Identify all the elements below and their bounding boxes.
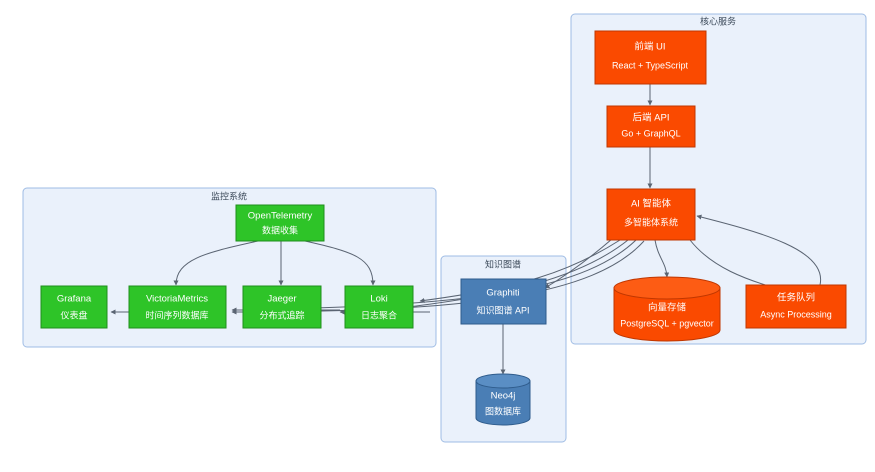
- node-opentelemetry-subtitle: 数据收集: [262, 224, 298, 235]
- node-opentelemetry-box[interactable]: [235, 204, 325, 242]
- node-ai-agent-subtitle: 多智能体系统: [624, 216, 678, 227]
- node-task-queue-title: 任务队列: [777, 292, 815, 304]
- node-backend-api-box[interactable]: [606, 105, 696, 148]
- node-task-queue-box[interactable]: [745, 284, 847, 329]
- node-graphiti-box[interactable]: [460, 278, 547, 325]
- node-vector-store[interactable]: 向量存储 PostgreSQL + pgvector: [613, 276, 721, 342]
- node-jaeger-box[interactable]: [242, 285, 322, 329]
- node-victoriametrics-box[interactable]: [128, 285, 227, 329]
- node-vector-store-cylinder-body[interactable]: [613, 287, 721, 342]
- node-opentelemetry[interactable]: OpenTelemetry 数据收集: [235, 204, 325, 242]
- node-loki[interactable]: Loki 日志聚合: [344, 285, 414, 329]
- edge-otel-to-loki: [304, 240, 376, 286]
- node-ai-agent[interactable]: AI 智能体 多智能体系统: [606, 188, 696, 241]
- node-grafana-box[interactable]: [40, 285, 108, 329]
- node-graphiti-title: Graphiti: [486, 288, 519, 299]
- node-neo4j-cylinder-body[interactable]: [475, 380, 531, 426]
- edge-agent-to-vector-store: [654, 239, 670, 278]
- node-jaeger-title: Jaeger: [267, 294, 296, 305]
- node-loki-box[interactable]: [344, 285, 414, 329]
- group-core-services-box: [570, 13, 867, 345]
- edge-agent-to-graphiti: [544, 238, 613, 289]
- group-knowledge-graph-title: 知识图谱: [485, 258, 521, 269]
- node-victoriametrics-title: VictoriaMetrics: [146, 294, 208, 305]
- node-neo4j-title: Neo4j: [491, 391, 516, 402]
- group-monitoring-title: 监控系统: [211, 190, 247, 201]
- node-jaeger[interactable]: Jaeger 分布式追踪: [242, 285, 322, 329]
- node-vector-store-subtitle: PostgreSQL + pgvector: [620, 318, 713, 328]
- node-grafana-title: Grafana: [57, 294, 92, 305]
- group-core-services: 核心服务: [570, 13, 867, 345]
- node-frontend-ui-subtitle: React + TypeScript: [612, 60, 689, 70]
- node-neo4j-cylinder-top[interactable]: [475, 373, 531, 389]
- edge-otel-to-victoriametrics: [173, 240, 259, 286]
- node-frontend-ui-box[interactable]: [594, 30, 707, 85]
- node-backend-api[interactable]: 后端 API Go + GraphQL: [606, 105, 696, 148]
- node-neo4j[interactable]: Neo4j 图数据库: [475, 373, 531, 426]
- edge-task-queue-to-agent: [696, 214, 822, 286]
- node-loki-title: Loki: [370, 294, 387, 305]
- node-task-queue-subtitle: Async Processing: [760, 309, 832, 319]
- node-vector-store-cylinder-top[interactable]: [613, 276, 721, 300]
- node-victoriametrics-subtitle: 时间序列数据库: [145, 309, 208, 320]
- node-jaeger-subtitle: 分布式追踪: [259, 309, 304, 320]
- node-opentelemetry-title: OpenTelemetry: [248, 211, 313, 222]
- node-ai-agent-box[interactable]: [606, 188, 696, 241]
- node-graphiti[interactable]: Graphiti 知识图谱 API: [460, 278, 547, 325]
- node-backend-api-subtitle: Go + GraphQL: [621, 128, 680, 138]
- node-loki-subtitle: 日志聚合: [361, 309, 397, 320]
- node-neo4j-subtitle: 图数据库: [485, 405, 521, 416]
- node-task-queue[interactable]: 任务队列 Async Processing: [745, 284, 847, 329]
- node-ai-agent-title: AI 智能体: [631, 198, 672, 210]
- node-frontend-ui[interactable]: 前端 UI React + TypeScript: [594, 30, 707, 85]
- node-grafana[interactable]: Grafana 仪表盘: [40, 285, 108, 329]
- node-graphiti-subtitle: 知识图谱 API: [476, 304, 529, 315]
- group-core-services-title: 核心服务: [700, 15, 736, 26]
- node-grafana-subtitle: 仪表盘: [60, 309, 87, 320]
- edge-agent-to-loki: [419, 239, 621, 303]
- node-vector-store-title: 向量存储: [648, 302, 687, 314]
- node-backend-api-title: 后端 API: [633, 112, 670, 124]
- node-victoriametrics[interactable]: VictoriaMetrics 时间序列数据库: [128, 285, 227, 329]
- node-frontend-ui-title: 前端 UI: [634, 41, 665, 53]
